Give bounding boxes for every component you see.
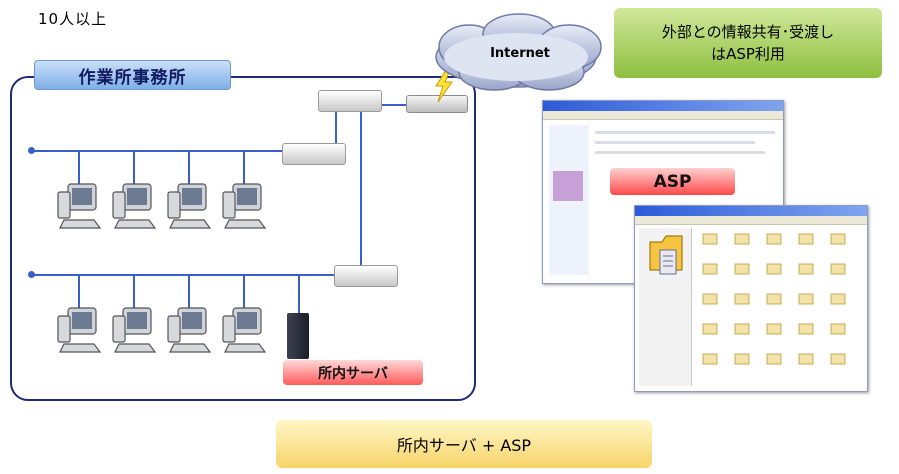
drop-line (188, 274, 190, 309)
solution-summary-box: 所内サーバ + ASP (276, 420, 652, 468)
content-graphic (553, 171, 583, 201)
office-title: 作業所事務所 (34, 60, 231, 90)
window-titlebar (635, 206, 867, 216)
pc-icon (222, 307, 267, 353)
drop-line (188, 150, 190, 185)
pc-icon (57, 183, 102, 229)
uplink-line (335, 104, 337, 154)
external-sharing-line2: はASP利用 (711, 45, 785, 63)
external-sharing-line1: 外部との情報共有･受渡し (661, 23, 835, 41)
content-line (595, 141, 755, 144)
internet-cloud-icon (435, 13, 602, 91)
server-icon (287, 313, 309, 359)
lan-line-lower (32, 274, 336, 276)
backbone-line (360, 104, 362, 274)
lan-line-upper (32, 150, 284, 152)
pc-icon (167, 183, 212, 229)
folder-icon (649, 235, 683, 275)
file-explorer-window (634, 205, 868, 392)
drop-line (133, 274, 135, 309)
pc-icon (112, 307, 157, 353)
pc-icon (112, 183, 157, 229)
main-hub-icon (318, 90, 382, 112)
drop-line (243, 274, 245, 309)
lower-hub-icon (334, 265, 398, 287)
upper-hub-icon (282, 143, 346, 165)
pc-icon (167, 307, 212, 353)
router-link-line (362, 104, 434, 106)
router-icon (406, 95, 468, 113)
people-count-label: 10人以上 (38, 10, 108, 28)
window-titlebar (543, 101, 783, 111)
file-grid (702, 233, 846, 365)
lan-lower-endpoint (28, 271, 35, 278)
window-toolbar (635, 216, 867, 225)
lan-upper-endpoint (28, 147, 35, 154)
window-toolbar (543, 111, 783, 120)
drop-line (243, 150, 245, 185)
in-house-server-badge: 所内サーバ (283, 360, 423, 385)
content-line (595, 151, 765, 154)
drop-line (78, 274, 80, 309)
pc-icon (57, 307, 102, 353)
content-line (595, 131, 775, 134)
drop-line-server (298, 274, 300, 314)
drop-line (133, 150, 135, 185)
external-sharing-note: 外部との情報共有･受渡し はASP利用 (614, 8, 882, 78)
office-frame (10, 76, 476, 401)
pc-icon (222, 183, 267, 229)
asp-badge: ASP (610, 168, 735, 195)
internet-label: Internet (490, 46, 550, 61)
drop-line (78, 150, 80, 185)
